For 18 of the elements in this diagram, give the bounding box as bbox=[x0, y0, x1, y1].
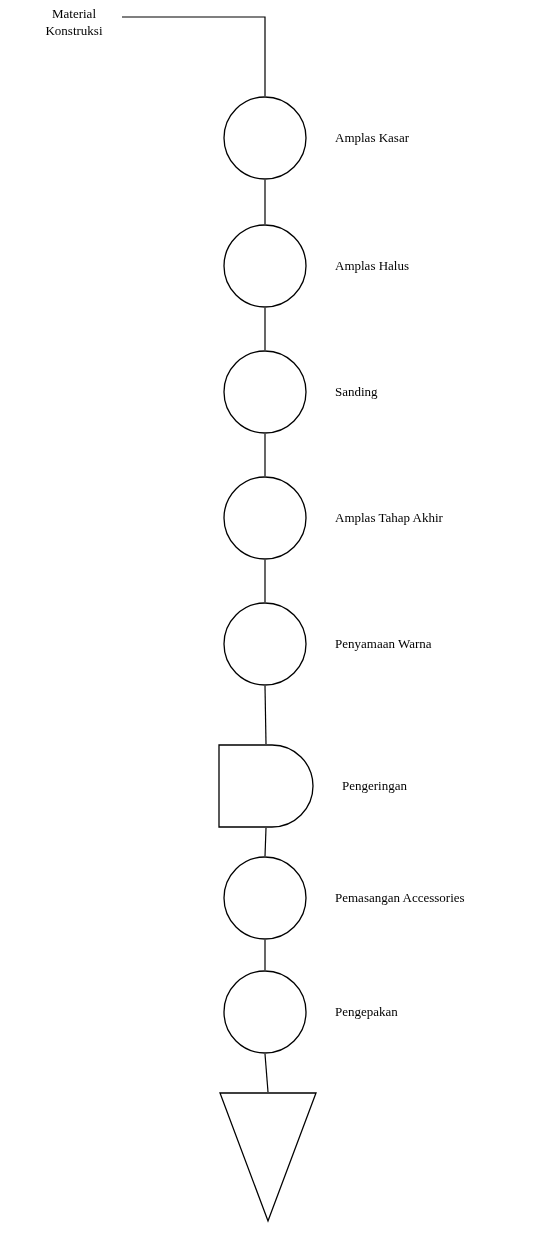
step-label: Pemasangan Accessories bbox=[335, 890, 465, 906]
flow-line bbox=[121, 16, 266, 97]
flow-line bbox=[264, 1053, 269, 1093]
flow-line bbox=[264, 179, 266, 225]
flow-line bbox=[264, 433, 266, 477]
step-label: Sanding bbox=[335, 384, 378, 400]
flow-line bbox=[264, 559, 266, 603]
step-label: Amplas Kasar bbox=[335, 130, 409, 146]
step-label: Amplas Tahap Akhir bbox=[335, 510, 443, 526]
step-label: Pengepakan bbox=[335, 1004, 398, 1020]
material-label: Material Konstruksi bbox=[28, 5, 120, 39]
step-label: Penyamaan Warna bbox=[335, 636, 432, 652]
step-label: Pengeringan bbox=[342, 778, 407, 794]
flow-line bbox=[264, 307, 266, 351]
step-label: Amplas Halus bbox=[335, 258, 410, 274]
flow-line bbox=[264, 685, 267, 745]
flow-line bbox=[264, 827, 267, 857]
flow-line bbox=[264, 939, 266, 971]
